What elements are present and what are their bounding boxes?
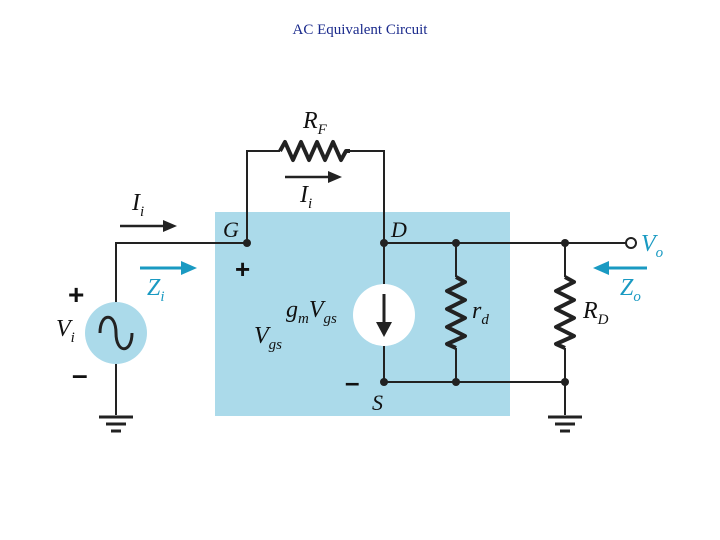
drain-label: D bbox=[390, 217, 407, 242]
zigzag-resistor-icon bbox=[278, 140, 350, 162]
page-title: AC Equivalent Circuit bbox=[292, 22, 428, 38]
current-arrows bbox=[120, 171, 342, 232]
ii-left-label: Ii bbox=[131, 190, 144, 220]
minus-sign-left: – bbox=[72, 359, 88, 390]
ac-sine-source-icon bbox=[85, 302, 147, 364]
zigzag-resistor-icon bbox=[445, 275, 467, 350]
rf-label: RF bbox=[302, 108, 328, 138]
ground-icon bbox=[99, 415, 133, 433]
zigzag-resistor-icon bbox=[554, 275, 576, 350]
plus-sign-left: + bbox=[68, 279, 84, 310]
impedance-arrows bbox=[140, 261, 647, 275]
junction-dots bbox=[243, 239, 569, 386]
input-wire bbox=[115, 242, 247, 305]
rf-right-wire bbox=[350, 150, 385, 243]
zi-label: Zi bbox=[147, 275, 165, 305]
zo-label: Zo bbox=[620, 275, 641, 305]
dependent-current-source-icon bbox=[353, 284, 415, 346]
ground-icon bbox=[548, 415, 582, 433]
vi-label: Vi bbox=[56, 316, 75, 346]
gm-vgs-label: gmVgs bbox=[286, 297, 337, 327]
rd-large-label: RD bbox=[582, 298, 609, 328]
ii-top-label: Ii bbox=[299, 182, 312, 212]
output-terminal bbox=[625, 237, 637, 249]
minus-sign-gs: – bbox=[345, 367, 359, 397]
gate-label: G bbox=[223, 217, 239, 242]
rd-small-label: rd bbox=[472, 298, 489, 328]
source-label: S bbox=[372, 390, 383, 415]
rf-left-wire bbox=[246, 150, 280, 243]
wires bbox=[115, 150, 626, 415]
plus-sign-gs: + bbox=[235, 254, 250, 284]
vo-label: Vo bbox=[641, 231, 664, 261]
vgs-label: Vgs bbox=[254, 323, 282, 353]
